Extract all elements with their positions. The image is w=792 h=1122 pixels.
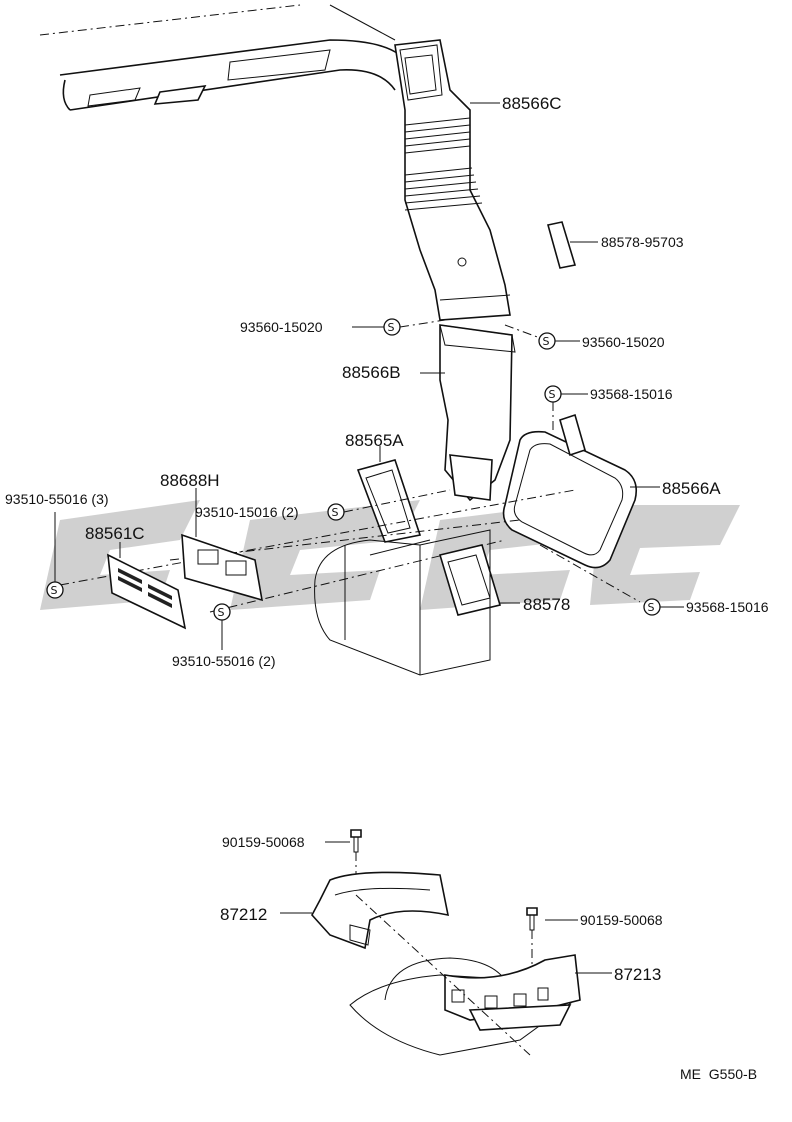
svg-text:S: S: [648, 601, 655, 614]
label-93510-55016-3: 93510-55016 (3): [5, 491, 109, 507]
screw-symbol-88566a-top: S: [544, 385, 588, 430]
label-88565a: 88565A: [345, 431, 404, 450]
label-88561c: 88561C: [85, 524, 145, 543]
bracket-87212-drawing: [280, 871, 450, 950]
svg-text:S: S: [51, 584, 58, 597]
label-88566a: 88566A: [662, 479, 721, 498]
svg-text:S: S: [332, 506, 339, 519]
clip-drawing: [547, 221, 598, 269]
footer-code: ME G550-B: [680, 1066, 758, 1082]
bracket-87213-drawing: [349, 894, 612, 1056]
label-93568-15016-bottom: 93568-15016: [686, 599, 769, 615]
label-93510-15016-2: 93510-15016 (2): [195, 504, 299, 520]
label-90159-50068-right: 90159-50068: [580, 912, 663, 928]
svg-text:S: S: [549, 388, 556, 401]
label-88688h: 88688H: [160, 471, 220, 490]
label-93510-55016-2: 93510-55016 (2): [172, 653, 276, 669]
gasket-88578-drawing: [438, 544, 520, 616]
screw-symbol-3-left: S: [46, 512, 64, 599]
screw-symbol-2-bottom: S: [213, 603, 231, 650]
duct-upper-drawing: [394, 39, 511, 321]
plate-88688h-drawing: [181, 488, 264, 602]
heater-unit-ghost: [314, 529, 491, 676]
svg-text:S: S: [218, 606, 225, 619]
screw-symbol-left: S: [352, 318, 446, 336]
svg-text:S: S: [388, 321, 395, 334]
label-87212: 87212: [220, 905, 268, 924]
screw-symbol-2-mid: S: [327, 503, 345, 521]
bolt-right-drawing: [526, 907, 578, 965]
label-93560-15020-left: 93560-15020: [240, 319, 323, 335]
duct-88566a-drawing: [502, 413, 660, 569]
label-87213: 87213: [614, 965, 662, 984]
label-93560-15020-right: 93560-15020: [582, 334, 665, 350]
label-88566b: 88566B: [342, 363, 401, 382]
label-88578: 88578: [523, 595, 571, 614]
grille-88561c-drawing: [107, 542, 187, 630]
svg-text:S: S: [543, 335, 550, 348]
label-88566c: 88566C: [502, 94, 562, 113]
screw-symbol-88566a-bottom: S: [643, 598, 684, 616]
duct-middle-drawing: [420, 324, 516, 502]
label-88578-95703: 88578-95703: [601, 234, 684, 250]
label-90159-50068-left: 90159-50068: [222, 834, 305, 850]
vehicle-roof-outline: [39, 4, 401, 111]
screw-symbol-right: S: [504, 324, 580, 350]
label-93568-15016-top: 93568-15016: [590, 386, 673, 402]
